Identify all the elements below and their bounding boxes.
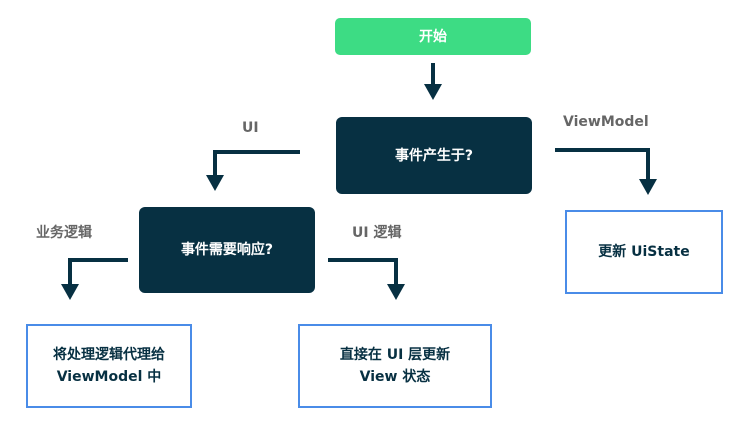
start-label: 开始 <box>419 28 447 45</box>
arrowhead-business <box>61 284 79 300</box>
decision-event-origin-label: 事件产生于? <box>394 147 474 164</box>
result-update-uistate: 更新 UiState <box>565 210 723 294</box>
start-node: 开始 <box>335 18 531 55</box>
arrow-origin-to-ui <box>213 150 300 176</box>
edge-label-ui: UI <box>242 120 259 136</box>
arrowhead-viewmodel <box>639 179 657 195</box>
arrow-response-to-business <box>68 258 128 285</box>
arrowhead-start <box>424 84 442 100</box>
result-update-view-state: 直接在 UI 层更新 View 状态 <box>298 324 492 408</box>
edge-label-viewmodel: ViewModel <box>563 114 649 130</box>
decision-event-response-label: 事件需要响应? <box>180 242 274 258</box>
result-delegate-line1: 将处理逻辑代理给 <box>53 347 165 363</box>
arrowhead-uilogic <box>387 284 405 300</box>
edge-label-business-logic: 业务逻辑 <box>36 225 92 241</box>
result-update-view-line1: 直接在 UI 层更新 <box>339 347 451 363</box>
result-delegate-viewmodel: 将处理逻辑代理给 ViewModel 中 <box>26 324 192 408</box>
result-delegate-line2: ViewModel 中 <box>56 369 162 385</box>
decision-event-origin: 事件产生于? <box>336 117 532 194</box>
edge-label-ui-logic: UI 逻辑 <box>352 225 402 241</box>
arrowhead-ui <box>206 175 224 191</box>
arrow-origin-to-viewmodel <box>555 148 650 180</box>
result-update-view-line2: View 状态 <box>359 369 431 385</box>
arrow-response-to-uilogic <box>328 258 398 285</box>
result-update-uistate-label: 更新 UiState <box>598 244 690 260</box>
decision-event-response: 事件需要响应? <box>139 207 315 293</box>
